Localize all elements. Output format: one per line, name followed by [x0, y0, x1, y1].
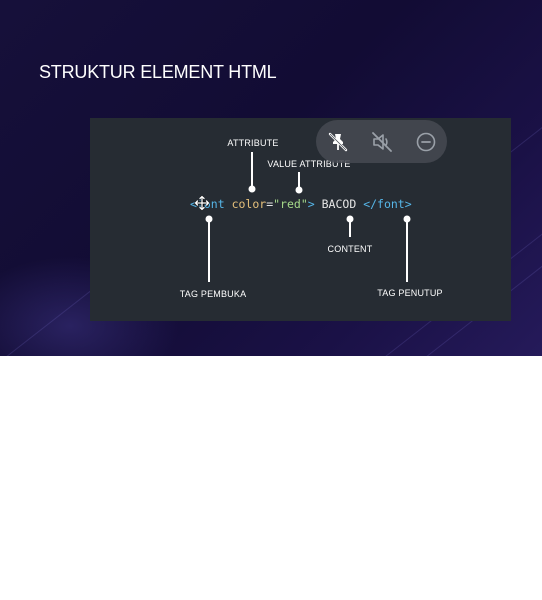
slide-title: STRUKTUR ELEMENT HTML — [39, 62, 277, 82]
code-equals: = — [266, 197, 274, 211]
tag-penutup-label: TAG PENUTUP — [377, 288, 443, 298]
value-attribute-pointer-line — [298, 172, 300, 190]
tag-penutup-pointer-line — [406, 219, 408, 282]
code-attribute-value: "red" — [273, 197, 308, 211]
value-attribute-label: VALUE ATTRIBUTE — [267, 159, 351, 169]
video-overlay-toolbar — [316, 120, 447, 163]
pin-off-icon — [328, 132, 348, 152]
volume-mute-icon — [372, 132, 392, 152]
html-code-line: <font color="red"> BACOD </font> — [190, 197, 412, 211]
attribute-label: ATTRIBUTE — [227, 138, 279, 148]
content-label: CONTENT — [327, 244, 373, 254]
attribute-pointer-line — [251, 152, 253, 188]
mute-button[interactable] — [370, 130, 394, 154]
tag-pembuka-pointer-line — [208, 219, 210, 282]
value-attribute-pointer-dot — [295, 186, 303, 194]
move-cursor-icon — [194, 195, 210, 211]
minimize-button[interactable] — [414, 130, 438, 154]
minus-circle-icon — [416, 132, 436, 152]
code-attribute-name: color — [231, 197, 267, 211]
content-pointer-line — [349, 219, 351, 237]
attribute-pointer-dot — [248, 185, 256, 193]
code-close-tag: </font> — [363, 197, 412, 211]
code-open-tag-close: > — [307, 197, 315, 211]
tag-pembuka-label: TAG PEMBUKA — [179, 289, 247, 299]
code-content: BACOD — [321, 197, 357, 211]
presentation-slide: STRUKTUR ELEMENT HTML ATTRIBUTE VALUE AT… — [0, 0, 542, 356]
code-diagram-panel — [90, 118, 511, 321]
pin-off-button[interactable] — [326, 130, 350, 154]
